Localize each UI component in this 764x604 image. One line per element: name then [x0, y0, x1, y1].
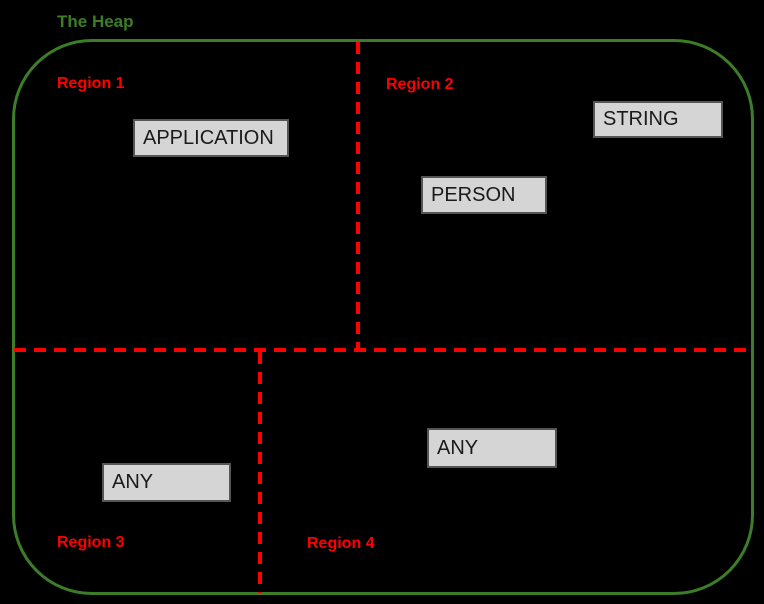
object-box-any-region3-label: ANY [112, 471, 154, 493]
object-box-application: APPLICATION [133, 119, 289, 157]
region-3-label: Region 3 [57, 534, 125, 551]
object-box-string-label: STRING [603, 108, 679, 130]
object-box-string: STRING [593, 101, 723, 138]
object-box-any-region4-label: ANY [437, 436, 479, 459]
heap-title: The Heap [57, 12, 134, 31]
divider-vertical-bottom [258, 352, 262, 593]
object-box-any-region3: ANY [102, 463, 231, 502]
object-box-person-label: PERSON [431, 183, 516, 206]
region-2-label: Region 2 [386, 76, 454, 93]
object-box-any-region4: ANY [427, 428, 557, 468]
divider-horizontal [14, 348, 752, 352]
region-1-label: Region 1 [57, 75, 125, 92]
region-4-label: Region 4 [307, 535, 375, 552]
heap-boundary [12, 39, 754, 595]
object-box-person: PERSON [421, 176, 547, 214]
divider-vertical-top [356, 42, 360, 350]
object-box-application-label: APPLICATION [143, 126, 274, 149]
